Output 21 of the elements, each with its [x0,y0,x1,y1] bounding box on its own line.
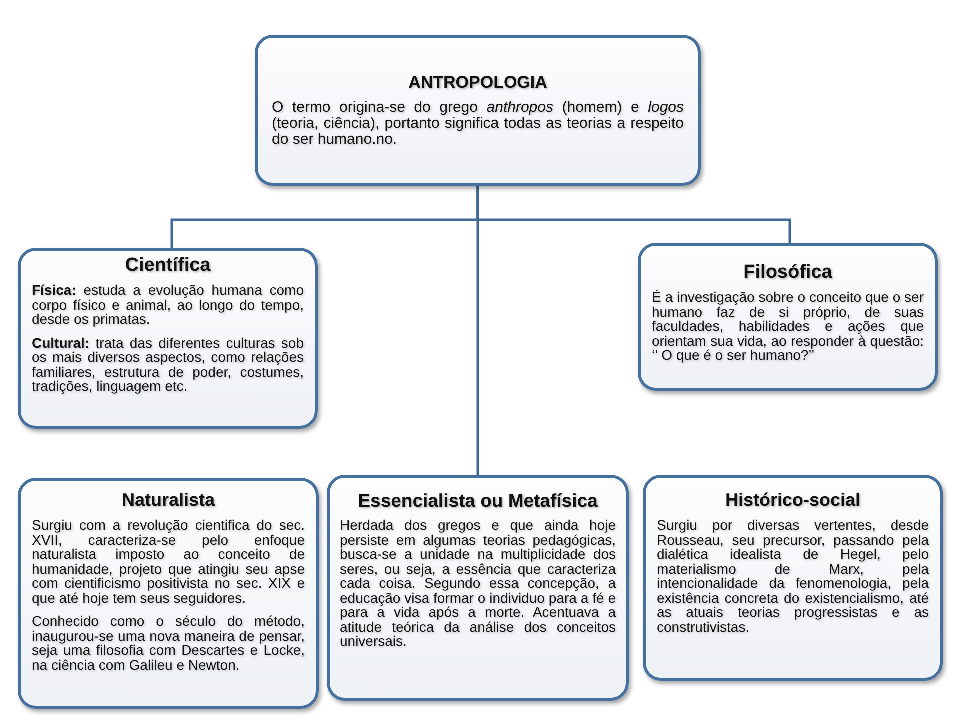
concept-box [18,478,319,709]
box-title: Histórico-social [724,490,862,511]
box-title: Naturalista [120,490,216,511]
box-title: Essencialista ou Metafísica [357,490,599,511]
box-text: Herdada dos gregos e que ainda hoje persiste em algumas teorias pedagógicas, busca-se a unidade na multiplicidade dos seres, ou seja, a essência que caracteriza cada coisa. Segundo essa concepção, a educação visa formar o individuo para a fé e para a vida após a morte. Acentuava a atitude teórica da análise dos conceitos universais. [340,518,616,648]
box-title: ANTROPOLOGIA [408,72,548,93]
concept-box [327,475,629,701]
box-text: O termo origina-se do grego anthropos (homem) e logos (teoria, ciência), portanto significa todas as teorias a respeito do ser humano.no. [272,100,684,148]
box-text: Surgiu com a revolução cientifica do sec. XVII, caracteriza-se pelo enfoque naturalista imposto ao conceito de humanidade, projeto que atingiu seu apse com cientificismo positivista no sec. XIX e que até hoje tem seus seguidores. [32,518,305,605]
concept-box [643,475,943,681]
box-text: Física: estuda a evolução humana como corpo físico e animal, ao longo do tempo, desde os primatas. [32,283,304,326]
box-text: Surgiu por diversas vertentes, desde Rousseau, seu precursor, passando pela dialética idealista de Hegel, pelo materialismo de Marx, pela intencionalidade da fenomenologia, pela existência concreta do existencialismo, até as atuais teorias progressistas e as construtivistas. [657,518,929,634]
box-title: Científica [124,255,212,276]
box-title: Filosófica [742,262,834,283]
box-text: É a investigação sobre o conceito que o ser humano faz de si próprio, de suas faculdades, habilidades e ações que orientam sua vida, ao responder à questão: ‘’ O que é o ser humano?’’ [652,290,924,362]
concept-box [638,243,938,391]
connector-line [476,186,480,476]
box-text: Conhecido como o século do método, inaugurou-se uma nova maneira de pensar, seja uma filosofia com Descartes e Locke, na ciência com Galileu e Newton. [32,614,305,672]
concept-box [255,35,701,186]
box-text: Cultural: trata das diferentes culturas sob os mais diversos aspectos, como relações familiares, estrutura de poder, costumes, tradições, linguagem etc. [32,336,304,394]
concept-box [18,248,318,429]
